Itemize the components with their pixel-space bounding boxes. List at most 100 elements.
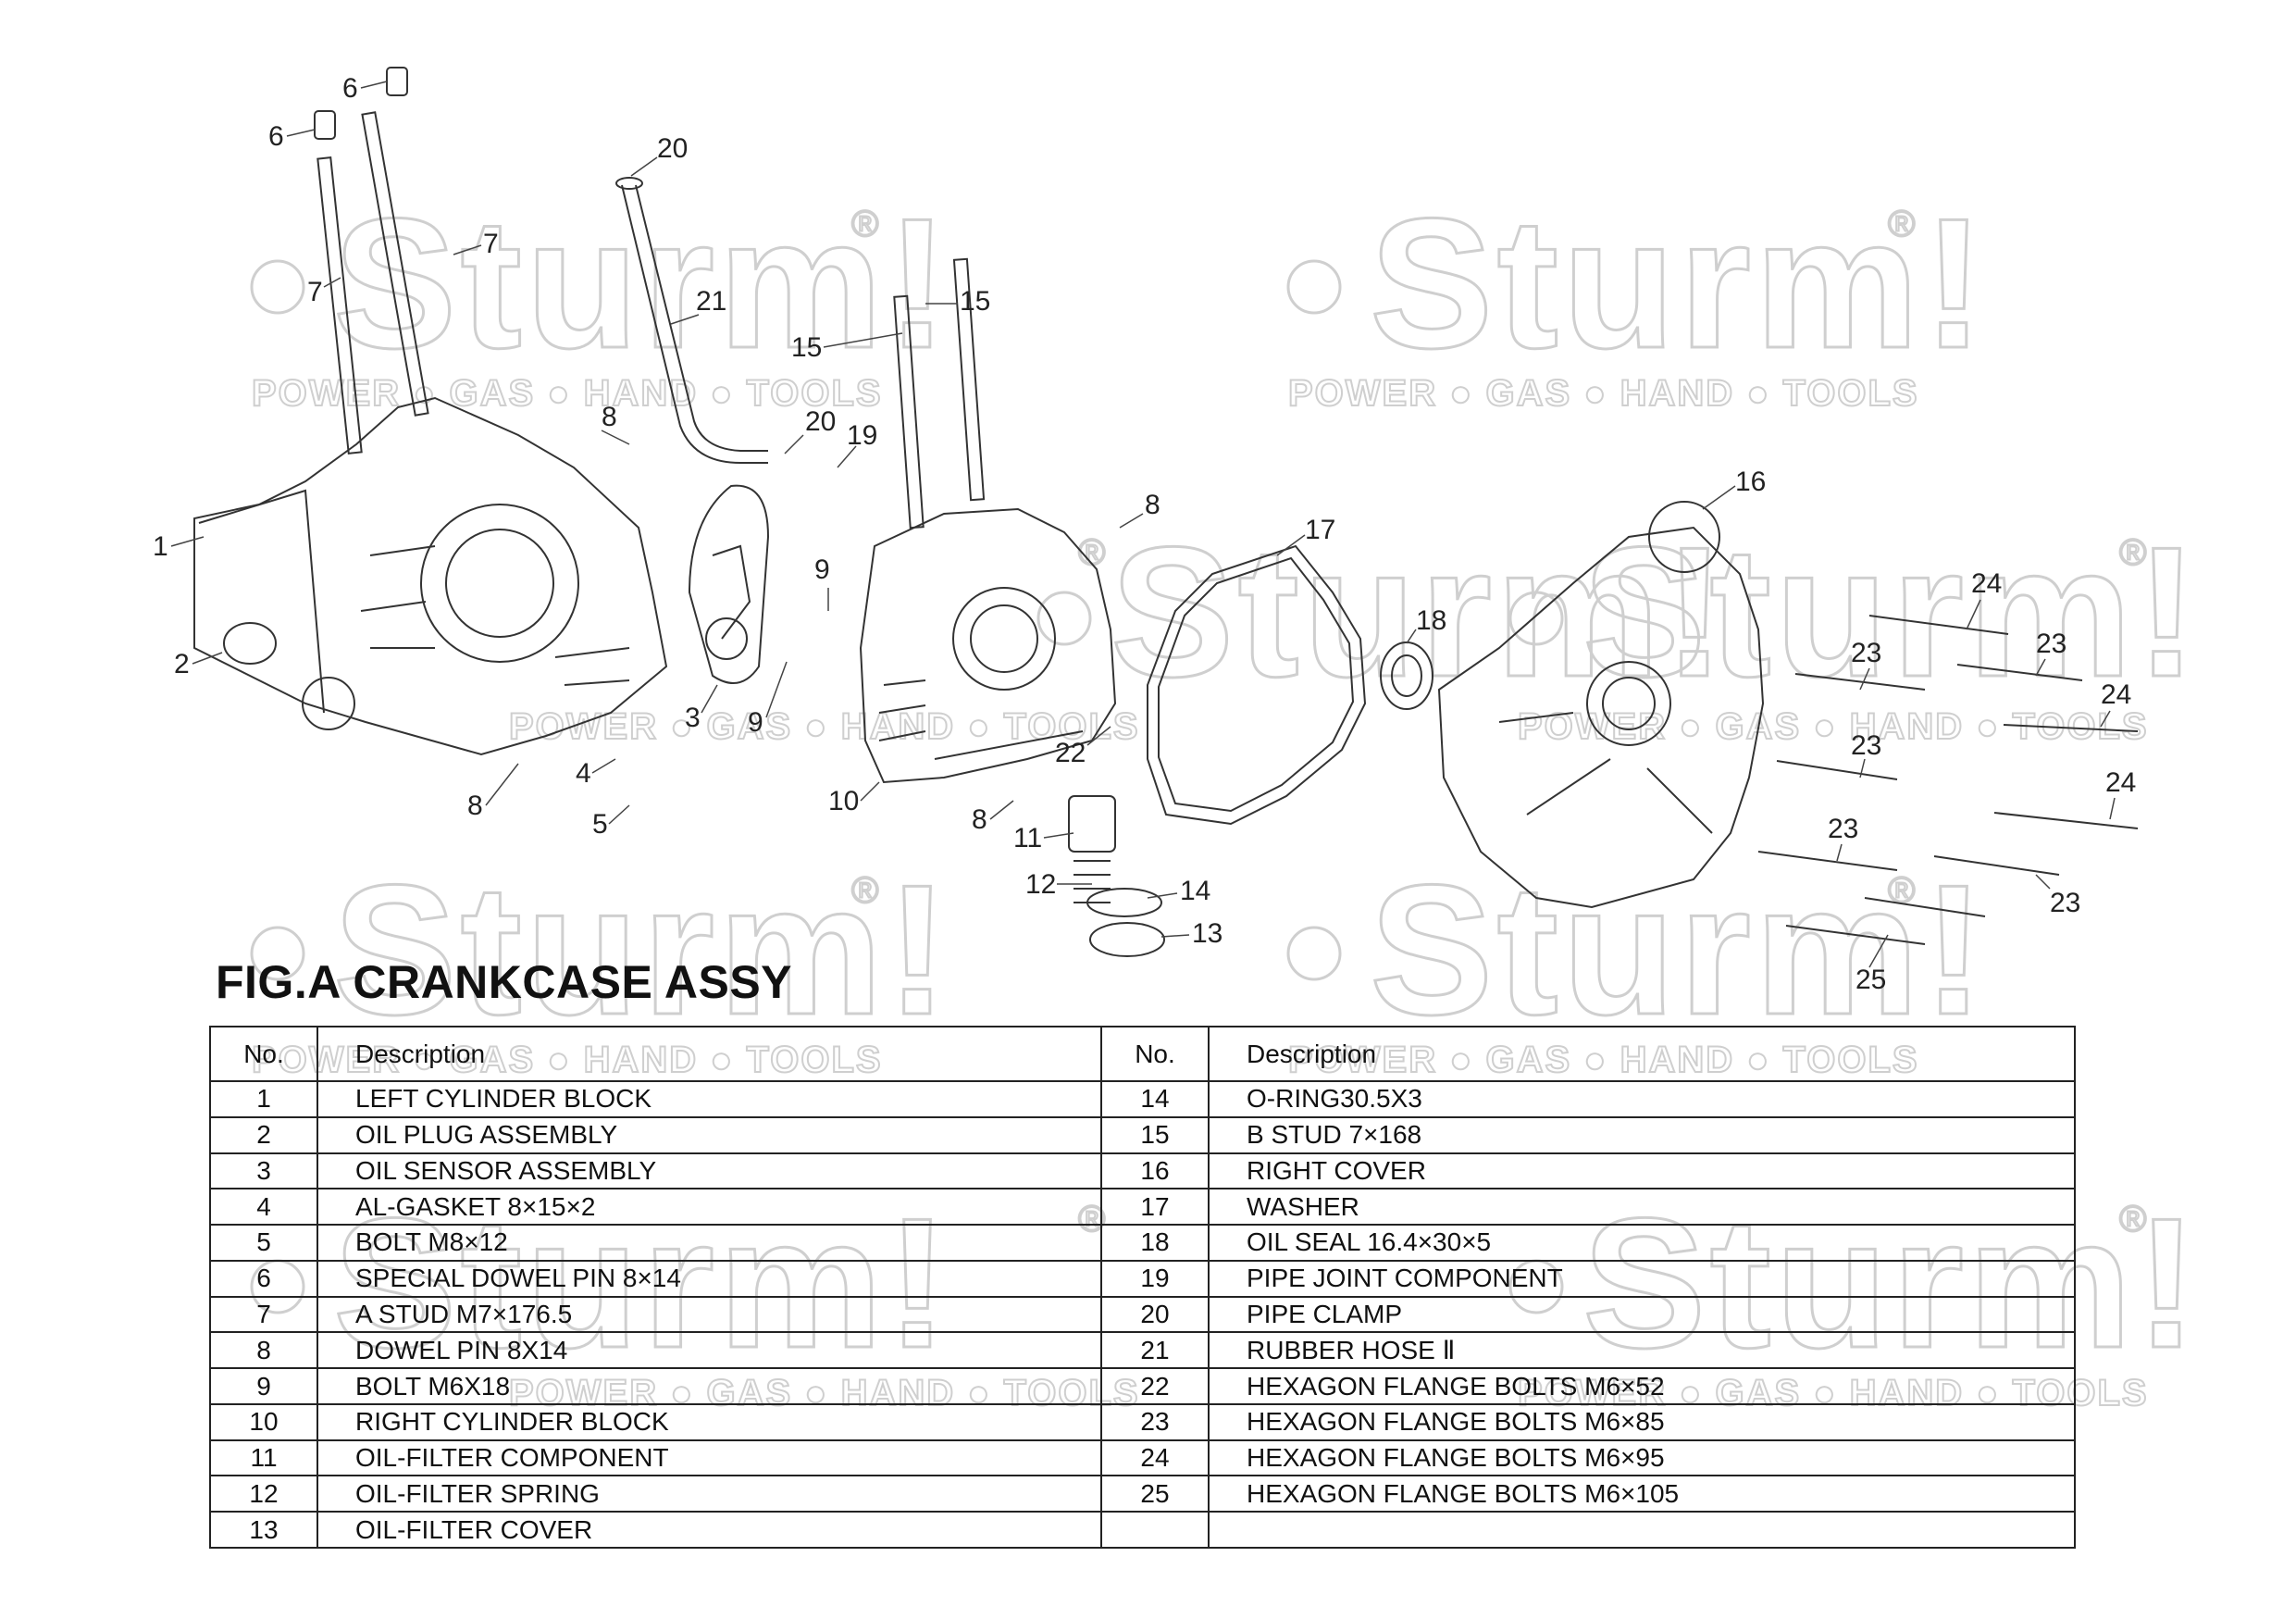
watermark-registered: ® (2119, 1199, 2146, 1239)
callout-21: 21 (696, 286, 726, 317)
part-no: 7 (209, 1295, 318, 1334)
part-description: SPECIAL DOWEL PIN 8×14 (316, 1259, 1102, 1298)
callouts: 1 2 3 4 5 6 6 7 7 8 8 8 8 9 9 10 11 12 (153, 73, 2136, 995)
callout-8c: 8 (1145, 490, 1160, 520)
callout-9a: 9 (814, 554, 830, 585)
part-no (1100, 1511, 1210, 1549)
watermark-tagline: POWER ● GAS ● HAND ● TOOLS (1288, 373, 1919, 414)
callout-7: 7 (307, 277, 323, 307)
part-description: OIL-FILTER COMPONENT (316, 1438, 1102, 1477)
table-header-row: No. Description No. Description (209, 1026, 2076, 1082)
header-no: No. (1100, 1026, 1210, 1082)
part-description: OIL-FILTER COVER (316, 1511, 1102, 1549)
watermark-brand: Sturm! (333, 847, 951, 1053)
callout-14: 14 (1180, 876, 1210, 906)
watermark-registered: ® (851, 204, 878, 244)
part-description: DOWEL PIN 8X14 (316, 1331, 1102, 1370)
part-no: 24 (1100, 1438, 1210, 1477)
part-no: 10 (209, 1402, 318, 1441)
right-cylinder-block (859, 257, 1117, 784)
part-description (1208, 1511, 2076, 1549)
part-description: BOLT M6X18 (316, 1367, 1102, 1405)
table-row: 10 RIGHT CYLINDER BLOCK 23 HEXAGON FLANG… (209, 1402, 2076, 1441)
callout-6: 6 (268, 121, 284, 152)
part-no: 9 (209, 1367, 318, 1405)
part-description: B STUD 7×168 (1208, 1115, 2076, 1154)
part-no: 20 (1100, 1295, 1210, 1334)
part-description: A STUD M7×176.5 (316, 1295, 1102, 1334)
header-no: No. (209, 1026, 318, 1082)
part-no: 25 (1100, 1475, 1210, 1513)
parts-table: No. Description No. Description 1 LEFT C… (209, 1026, 2076, 1549)
part-description: AL-GASKET 8×15×2 (316, 1188, 1102, 1227)
part-description: HEXAGON FLANGE BOLTS M6×85 (1208, 1402, 2076, 1441)
callout-7b: 7 (483, 229, 499, 259)
part-no: 3 (209, 1152, 318, 1190)
watermark-brand: Sturm! (1111, 509, 1729, 716)
part-no: 19 (1100, 1259, 1210, 1298)
watermark-tagline: POWER ● GAS ● HAND ● TOOLS (509, 706, 1140, 747)
part-description: HEXAGON FLANGE BOLTS M6×95 (1208, 1438, 2076, 1477)
callout-10: 10 (828, 786, 859, 816)
part-description: O-RING30.5X3 (1208, 1080, 2076, 1118)
watermark-registered: ® (851, 870, 878, 911)
table-row: 2 OIL PLUG ASSEMBLY 15 B STUD 7×168 (209, 1115, 2076, 1154)
part-no: 16 (1100, 1152, 1210, 1190)
part-description: WASHER (1208, 1188, 2076, 1227)
callout-23c: 23 (1851, 730, 1881, 761)
part-description: RIGHT CYLINDER BLOCK (316, 1402, 1102, 1441)
part-description: HEXAGON FLANGE BOLTS M6×52 (1208, 1367, 2076, 1405)
table-row: 1 LEFT CYLINDER BLOCK 14 O-RING30.5X3 (209, 1080, 2076, 1118)
callout-15b: 15 (960, 286, 990, 317)
oil-filter-assembly (1068, 795, 1165, 957)
table-row: 4 AL-GASKET 8×15×2 17 WASHER (209, 1188, 2076, 1227)
part-description: OIL SEAL 16.4×30×5 (1208, 1224, 2076, 1262)
callout-20a: 20 (657, 133, 688, 164)
watermark-top-left: Sturm! ® POWER ● GAS ● HAND ● TOOLS (250, 180, 951, 415)
callout-9b: 9 (748, 707, 763, 738)
part-description: RIGHT COVER (1208, 1152, 2076, 1190)
part-description: PIPE JOINT COMPONENT (1208, 1259, 2076, 1298)
part-no: 17 (1100, 1188, 1210, 1227)
callout-5: 5 (592, 809, 608, 840)
watermark-brand: Sturm! (333, 181, 951, 387)
watermark-tagline: POWER ● GAS ● HAND ● TOOLS (252, 373, 883, 414)
callout-24b: 24 (2101, 679, 2131, 710)
part-description: BOLT M8×12 (316, 1224, 1102, 1262)
part-no: 13 (209, 1511, 318, 1549)
washer-gasket (1147, 544, 1367, 826)
callout-11: 11 (1013, 823, 1042, 853)
header-description: Description (316, 1026, 1102, 1082)
part-description: HEXAGON FLANGE BOLTS M6×105 (1208, 1475, 2076, 1513)
callout-20b: 20 (805, 406, 836, 437)
table-row: 11 OIL-FILTER COMPONENT 24 HEXAGON FLANG… (209, 1438, 2076, 1477)
table-row: 3 OIL SENSOR ASSEMBLY 16 RIGHT COVER (209, 1152, 2076, 1190)
callout-18: 18 (1416, 605, 1446, 636)
watermark-registered: ® (1888, 204, 1915, 244)
part-no: 23 (1100, 1402, 1210, 1441)
part-no: 22 (1100, 1367, 1210, 1405)
part-no: 11 (209, 1438, 318, 1477)
table-row: 8 DOWEL PIN 8X14 21 RUBBER HOSE Ⅱ (209, 1331, 2076, 1370)
part-no: 2 (209, 1115, 318, 1154)
callout-22: 22 (1055, 738, 1086, 768)
part-description: LEFT CYLINDER BLOCK (316, 1080, 1102, 1118)
stud-left-a (314, 67, 429, 455)
part-no: 8 (209, 1331, 318, 1370)
watermark-mid-right: Sturm! ® POWER ● GAS ● HAND ● TOOLS (1508, 508, 2201, 748)
part-no: 1 (209, 1080, 318, 1118)
table-row: 9 BOLT M6X18 22 HEXAGON FLANGE BOLTS M6×… (209, 1367, 2076, 1405)
callout-19: 19 (847, 420, 877, 451)
part-no: 4 (209, 1188, 318, 1227)
callout-23a: 23 (1851, 638, 1881, 668)
table-row: 12 OIL-FILTER SPRING 25 HEXAGON FLANGE B… (209, 1475, 2076, 1513)
watermark-brand: Sturm! (1582, 509, 2201, 716)
callout-12: 12 (1025, 869, 1056, 900)
part-description: PIPE CLAMP (1208, 1295, 2076, 1334)
table-row: 13 OIL-FILTER COVER (209, 1511, 2076, 1549)
header-description: Description (1208, 1026, 2076, 1082)
table-row: 5 BOLT M8×12 18 OIL SEAL 16.4×30×5 (209, 1224, 2076, 1262)
callout-24c: 24 (2105, 767, 2136, 798)
right-cover (1437, 501, 1765, 909)
watermark-brand: Sturm! (1370, 181, 1988, 387)
